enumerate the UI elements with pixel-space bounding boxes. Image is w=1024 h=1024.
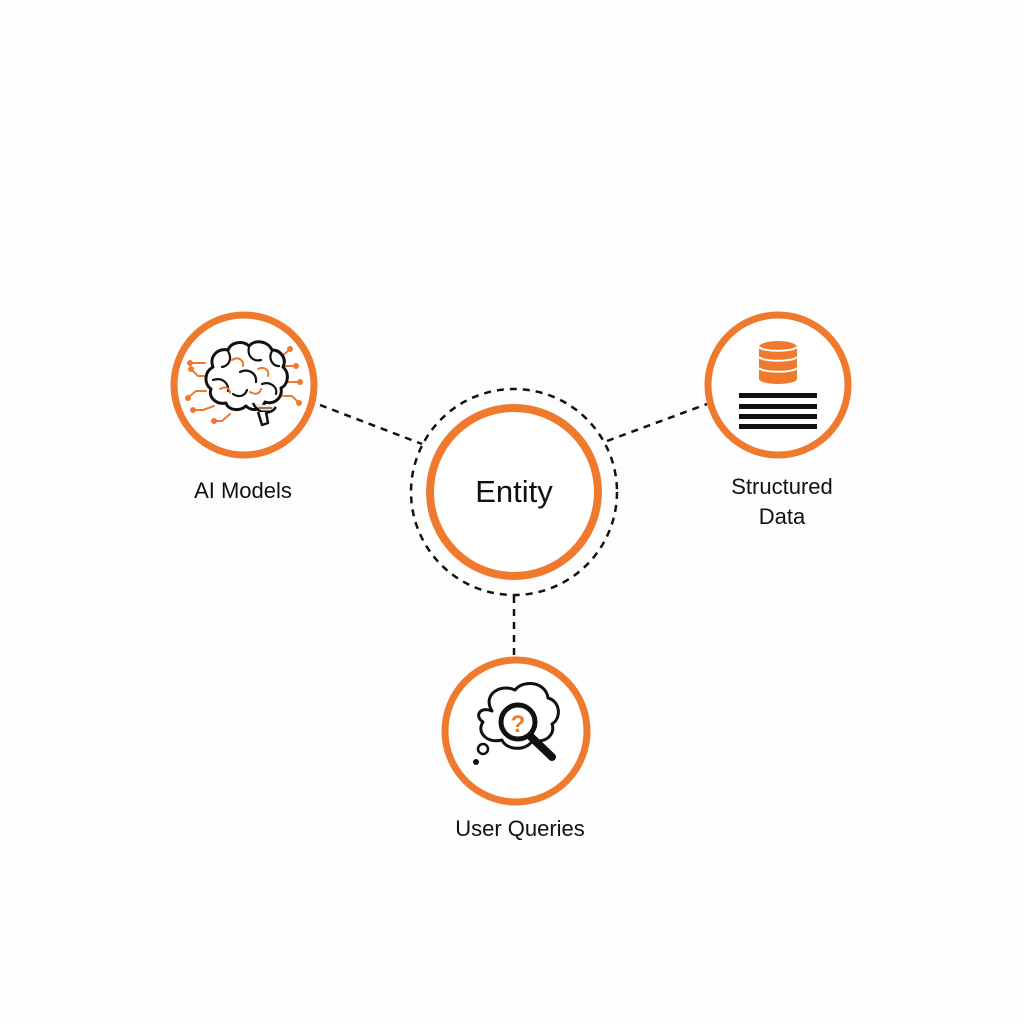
entity-label: Entity bbox=[475, 474, 553, 509]
structured-data-ring bbox=[704, 311, 852, 459]
connector-ai-models bbox=[319, 403, 423, 446]
node-structured-data bbox=[704, 311, 852, 459]
connector-structured-data bbox=[606, 402, 708, 443]
svg-text:?: ? bbox=[511, 711, 526, 738]
structured-data-label: Structured Data bbox=[731, 474, 833, 529]
database-icon bbox=[758, 341, 798, 384]
user-queries-label: User Queries bbox=[455, 816, 585, 841]
entity-node bbox=[426, 404, 602, 580]
node-ai-models bbox=[170, 311, 318, 459]
data-rows-icon bbox=[739, 393, 817, 429]
node-user-queries: ? bbox=[441, 656, 591, 806]
ai-models-label: AI Models bbox=[194, 478, 292, 503]
entity-outer-dashed-ring bbox=[409, 387, 619, 597]
thought-search-icon: ? bbox=[473, 681, 560, 765]
brain-circuit-icon bbox=[185, 340, 303, 427]
magnifier-icon: ? bbox=[498, 702, 556, 761]
